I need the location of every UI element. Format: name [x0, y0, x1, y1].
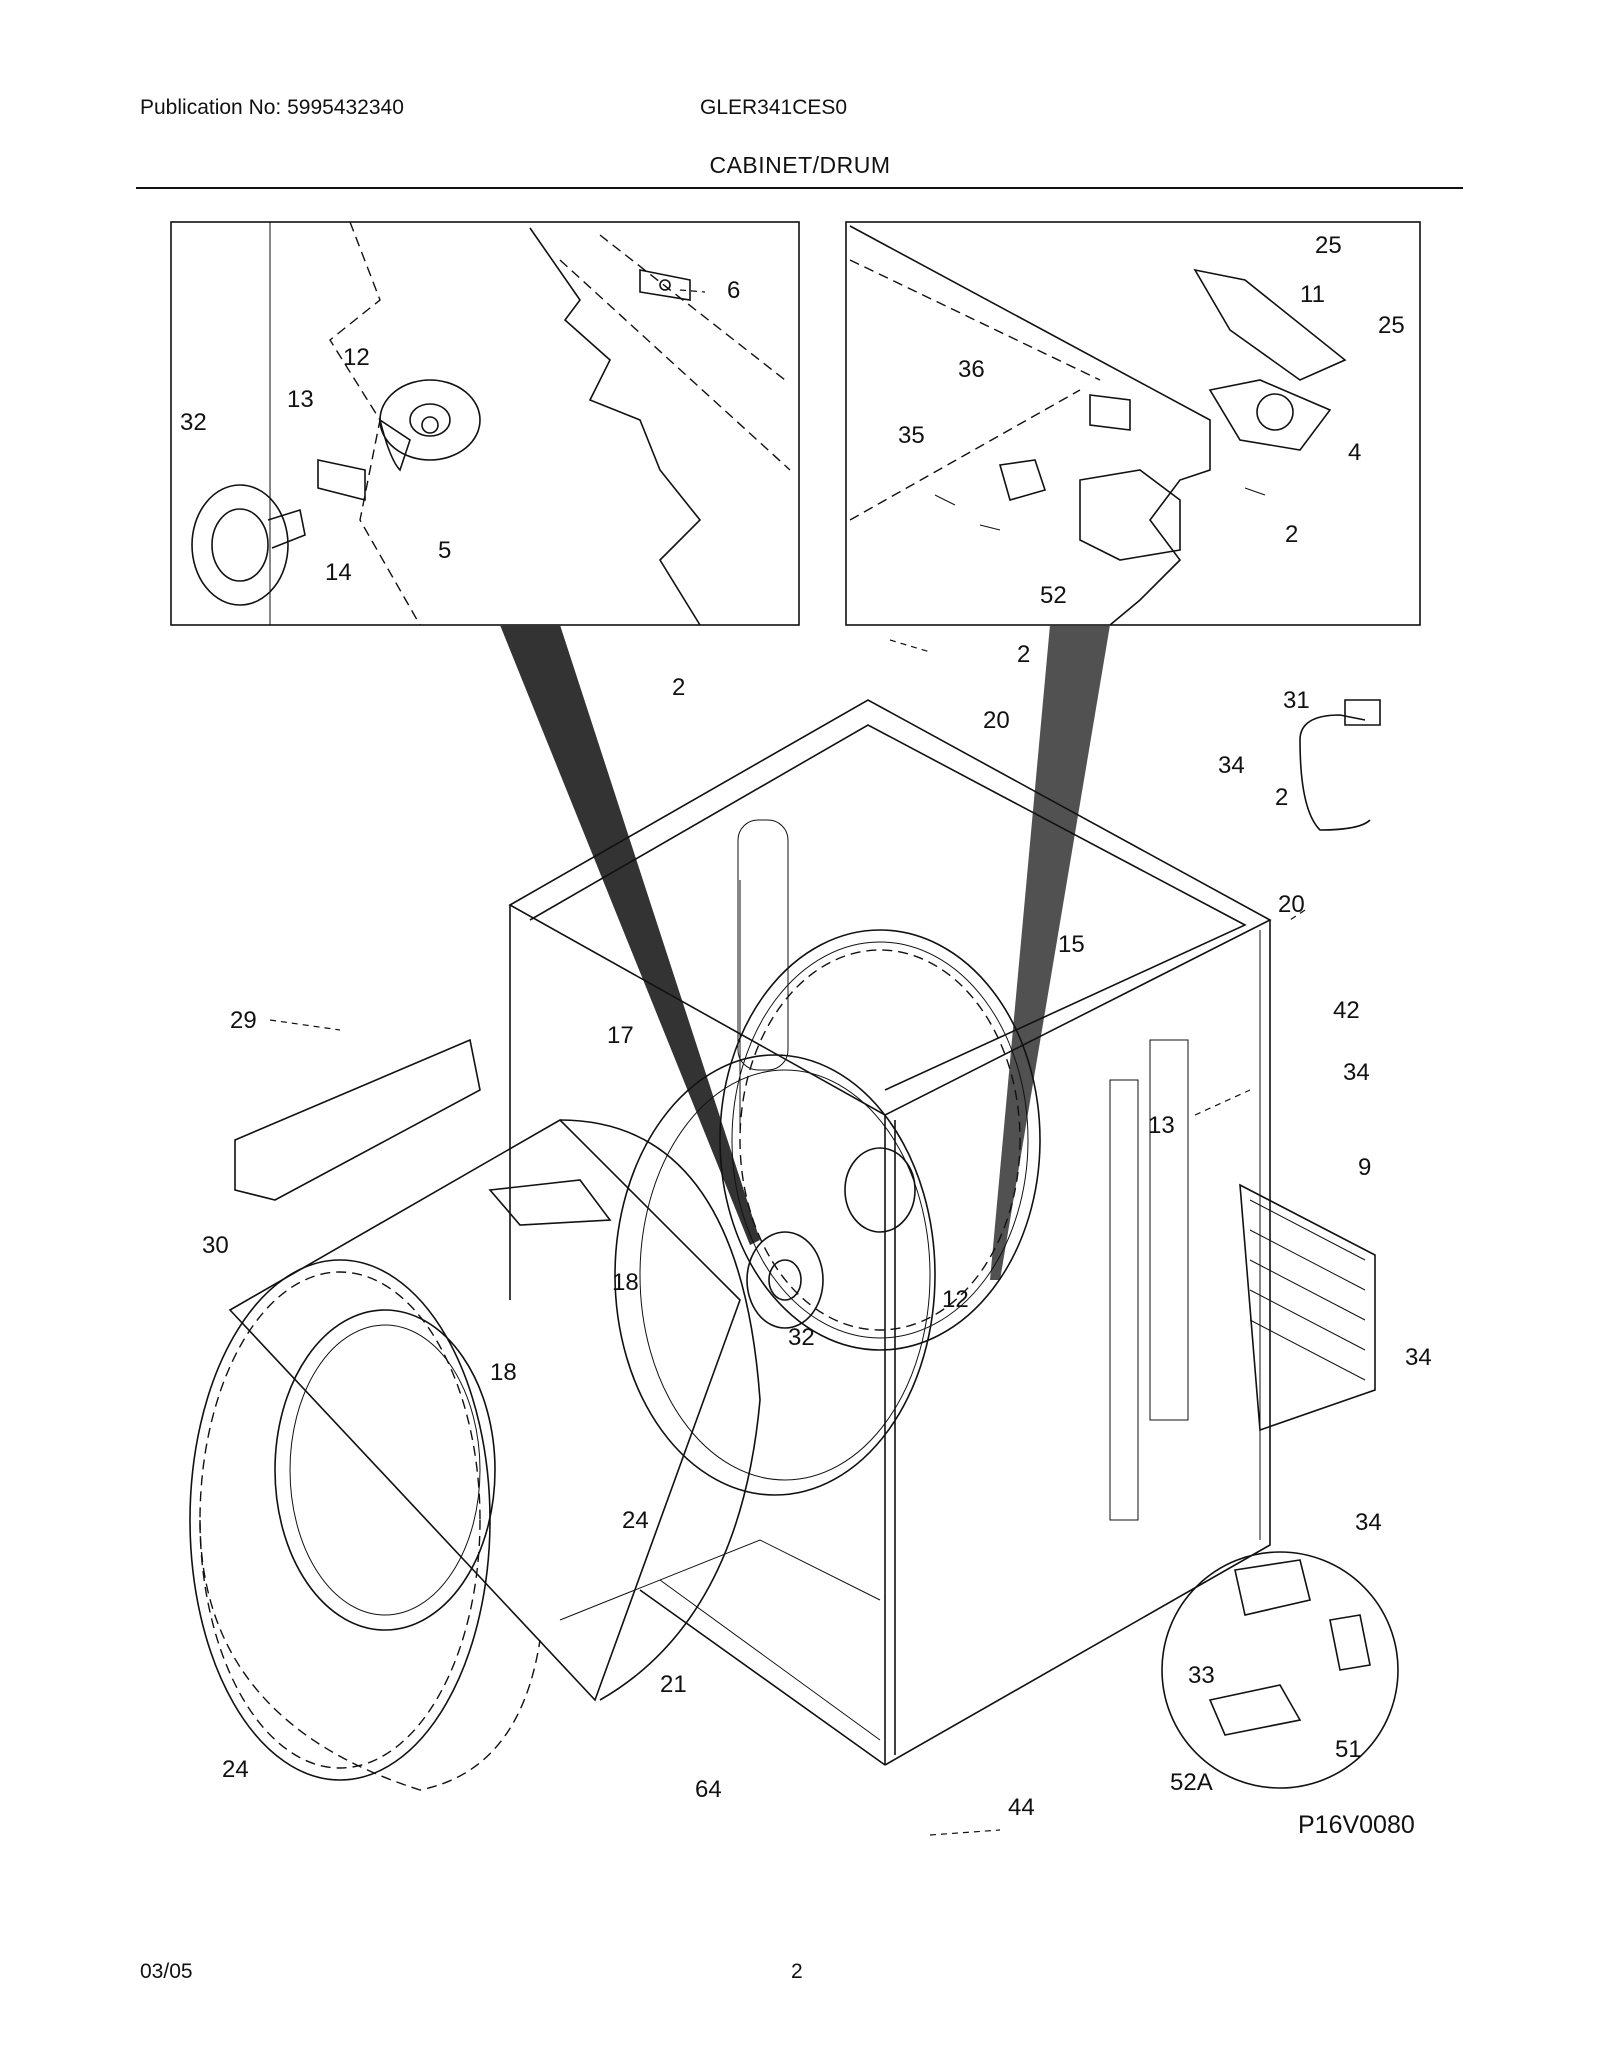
section-title: CABINET/DRUM	[709, 152, 891, 178]
callout-label: 34	[1218, 752, 1245, 779]
callout-label: 44	[1008, 1794, 1035, 1821]
inset-frame-right	[845, 221, 1421, 626]
model-number: GLER341CES0	[700, 96, 848, 119]
callout-label: 5	[438, 537, 451, 564]
callout-label: 64	[695, 1776, 722, 1803]
callout-label: 9	[1358, 1154, 1371, 1181]
part-9-panel	[1239, 1183, 1376, 1432]
callout-label: 42	[1333, 997, 1360, 1024]
callout-label: 52A	[1170, 1769, 1213, 1796]
callout-label: 4	[1348, 439, 1361, 466]
callout-label: 34	[1355, 1509, 1382, 1536]
power-cord	[1299, 739, 1371, 831]
footer-page-number: 2	[791, 1960, 803, 1983]
callout-label: 25	[1378, 312, 1405, 339]
power-cord-plug	[1299, 714, 1366, 741]
callout-label: 15	[1058, 931, 1085, 958]
callout-label: 18	[490, 1359, 517, 1386]
callout-label: 33	[1188, 1662, 1215, 1689]
callout-label: 24	[222, 1756, 249, 1783]
callout-label: 12	[942, 1286, 969, 1313]
callout-label: 52	[1040, 582, 1067, 609]
callout-label: 32	[788, 1324, 815, 1351]
inset-frame-left	[170, 221, 800, 626]
callout-label: 20	[983, 707, 1010, 734]
callout-labels: 25 11 25 4 36 35 2 52 6 12 13 32 14 5 2 …	[180, 232, 1432, 1821]
callout-label: 14	[325, 559, 352, 586]
callout-label: 35	[898, 422, 925, 449]
callout-label: 34	[1343, 1059, 1370, 1086]
callout-label: 6	[727, 277, 740, 304]
figure-code: P16V0080	[1298, 1811, 1415, 1839]
callout-label: 24	[622, 1507, 649, 1534]
callout-label: 12	[343, 344, 370, 371]
publication-number: Publication No: 5995432340	[140, 96, 404, 119]
callout-label: 13	[1148, 1112, 1175, 1139]
inset-left-drawing	[191, 221, 791, 626]
callout-label: 29	[230, 1007, 257, 1034]
callout-label: 11	[1300, 281, 1325, 308]
pointer-wedge-left	[500, 625, 760, 1245]
callout-label: 30	[202, 1232, 229, 1259]
rear-bulkhead	[719, 929, 1041, 1351]
callout-label: 13	[287, 386, 314, 413]
callout-label: 25	[1315, 232, 1342, 259]
zoom-circle	[1161, 1551, 1399, 1789]
callout-label: 18	[612, 1269, 639, 1296]
callout-label: 34	[1405, 1344, 1432, 1371]
callout-label: 36	[958, 356, 985, 383]
inset-right-drawing	[849, 225, 1347, 626]
callout-label: 20	[1278, 891, 1305, 918]
footer-date: 03/05	[140, 1960, 193, 1983]
callout-label: 31	[1283, 687, 1310, 714]
callout-label: 21	[660, 1671, 687, 1698]
callout-label: 17	[607, 1022, 634, 1049]
header-rule	[136, 187, 1463, 189]
callout-label: 2	[1275, 784, 1288, 811]
drum	[189, 1054, 936, 1791]
callout-label: 2	[1285, 521, 1298, 548]
part-30	[234, 1038, 481, 1201]
callout-label: 2	[672, 674, 685, 701]
callout-label: 2	[1017, 641, 1030, 668]
callout-label: 32	[180, 409, 207, 436]
callout-label: 51	[1335, 1736, 1362, 1763]
pointer-wedge-right	[990, 625, 1110, 1280]
